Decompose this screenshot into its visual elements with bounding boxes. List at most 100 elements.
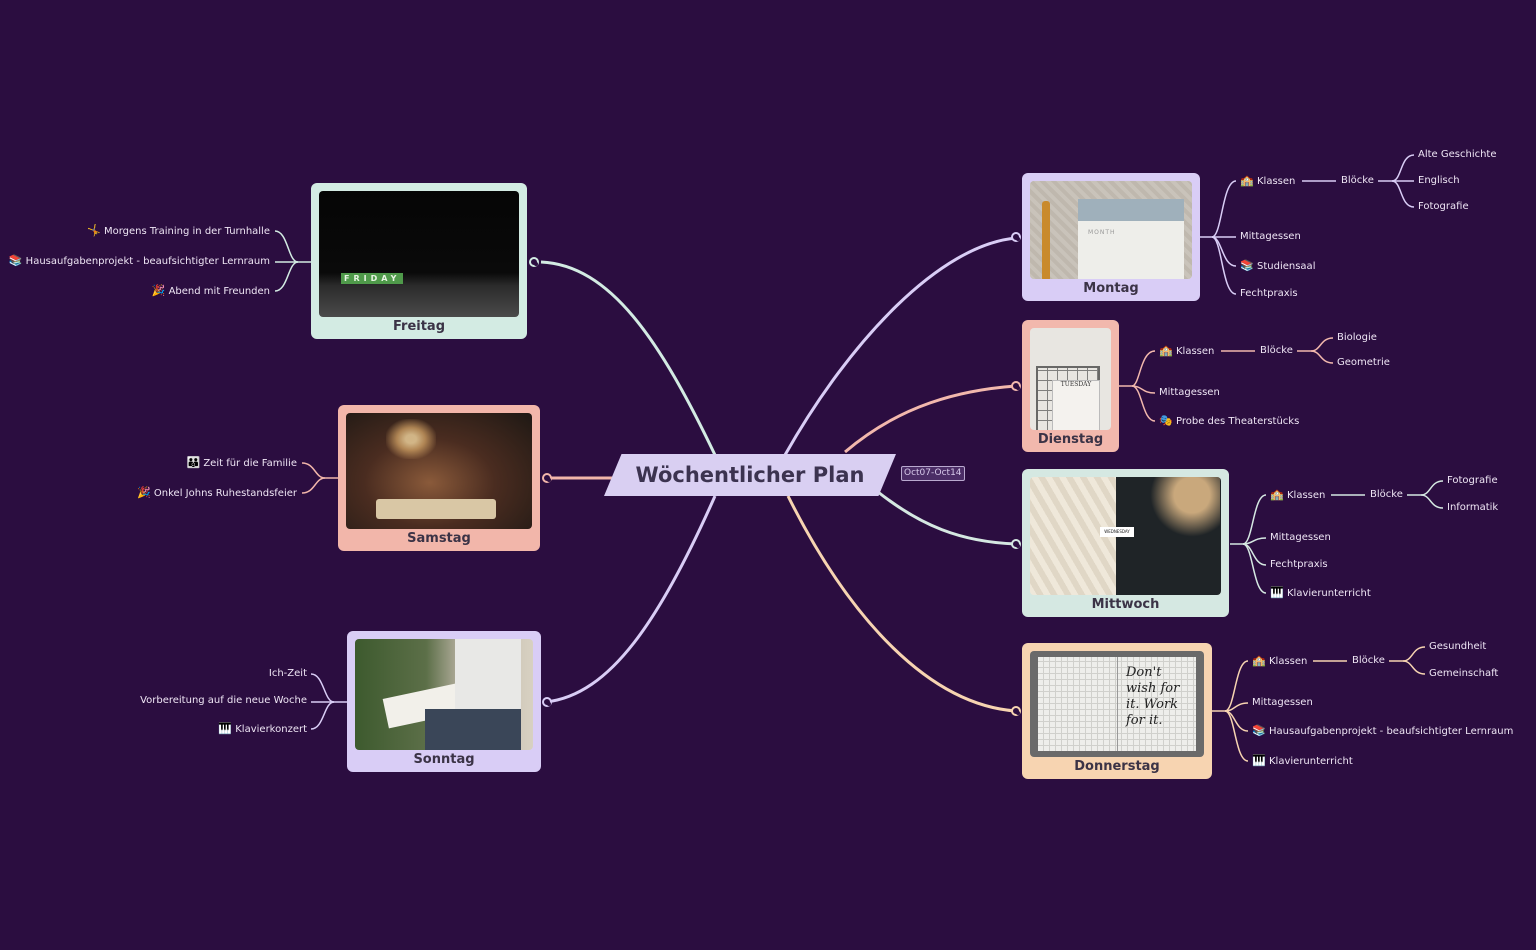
montag-item[interactable]: Mittagessen xyxy=(1240,231,1301,242)
sonntag-item[interactable]: Ich-Zeit xyxy=(268,668,307,679)
donnerstag-item[interactable]: 🎹Klavierunterricht xyxy=(1252,754,1353,767)
topic-label-sonntag: Sonntag xyxy=(413,752,475,767)
dienstag-item[interactable]: 🎭Probe des Theaterstücks xyxy=(1159,414,1300,427)
donnerstag-item[interactable]: 📚Hausaufgabenprojekt - beaufsichtigter L… xyxy=(1252,724,1514,737)
party-popper-icon: 🎉 xyxy=(151,284,166,297)
family-icon: 👪 xyxy=(186,456,201,469)
montag-blocks[interactable]: Blöcke xyxy=(1341,175,1374,186)
branch-mittwoch xyxy=(877,490,1017,546)
person-jeans xyxy=(425,709,521,750)
montag-item[interactable]: Fechtpraxis xyxy=(1240,288,1298,299)
collapse-handle-mittwoch[interactable] xyxy=(1011,539,1021,549)
school-icon: 🏫 xyxy=(1252,654,1266,667)
donnerstag-subject[interactable]: Gemeinschaft xyxy=(1429,668,1499,679)
montag-subject[interactable]: Englisch xyxy=(1418,175,1460,186)
collapse-handle-donnerstag[interactable] xyxy=(1011,706,1021,716)
freitag-item[interactable]: 🎉Abend mit Freunden xyxy=(151,284,270,297)
donnerstag-item[interactable]: Mittagessen xyxy=(1252,697,1313,708)
piano-icon: 🎹 xyxy=(218,722,233,735)
theater-masks-icon: 🎭 xyxy=(1159,414,1173,427)
mittwoch-subject[interactable]: Fotografie xyxy=(1447,475,1498,486)
branch-dienstag xyxy=(844,384,1017,454)
topic-card-donnerstag[interactable]: Don't wish for it. Work for it. Donnerst… xyxy=(1022,643,1212,779)
books-icon: 📚 xyxy=(1240,259,1254,272)
dienstag-item[interactable]: Mittagessen xyxy=(1159,387,1220,398)
school-icon: 🏫 xyxy=(1240,174,1254,187)
pampas-shape xyxy=(1150,477,1220,537)
mittwoch-photo: WEDNESDAY xyxy=(1030,477,1221,595)
party-popper-icon: 🎉 xyxy=(137,486,151,499)
mittwoch-subject[interactable]: Informatik xyxy=(1447,502,1499,513)
gymnast-icon: 🤸 xyxy=(87,224,101,237)
planner-shape: MONTH xyxy=(1078,199,1184,279)
piano-icon: 🎹 xyxy=(1270,586,1284,599)
friday-blocks: FRIDAY xyxy=(341,273,404,284)
donnerstag-blocks[interactable]: Blöcke xyxy=(1352,655,1385,666)
date-badge[interactable]: Oct07-Oct14 xyxy=(901,466,965,481)
topic-label-freitag: Freitag xyxy=(392,319,446,334)
central-topic[interactable]: Wöchentlicher Plan xyxy=(604,454,896,496)
topic-card-sonntag[interactable]: Sonntag xyxy=(347,631,541,772)
branch-sonntag xyxy=(545,495,717,704)
collapse-handle-sonntag[interactable] xyxy=(542,697,552,707)
samstag-photo xyxy=(346,413,532,529)
piano-icon: 🎹 xyxy=(1252,754,1266,767)
dienstag-subject[interactable]: Biologie xyxy=(1337,332,1377,343)
dienstag-photo: TUESDAY xyxy=(1030,328,1111,430)
topic-label-donnerstag: Donnerstag xyxy=(1074,759,1160,774)
mittwoch-item[interactable]: Fechtpraxis xyxy=(1270,559,1328,570)
topic-label-montag: Montag xyxy=(1083,281,1139,296)
branch-montag xyxy=(783,236,1017,456)
samstag-item[interactable]: 👪Zeit für die Familie xyxy=(186,456,297,469)
sonntag-item[interactable]: Vorbereitung auf die neue Woche xyxy=(140,695,307,706)
sonntag-photo xyxy=(355,639,533,750)
topic-card-dienstag[interactable]: TUESDAY Dienstag xyxy=(1022,320,1119,452)
mittwoch-classes[interactable]: 🏫Klassen xyxy=(1270,488,1326,501)
collapse-handle-dienstag[interactable] xyxy=(1011,381,1021,391)
collapse-handle-montag[interactable] xyxy=(1011,232,1021,242)
topic-label-dienstag: Dienstag xyxy=(1037,432,1104,447)
dienstag-blocks[interactable]: Blöcke xyxy=(1260,345,1293,356)
central-topic-title: Wöchentlicher Plan xyxy=(635,463,865,487)
topic-label-samstag: Samstag xyxy=(407,531,471,546)
montag-subject[interactable]: Fotografie xyxy=(1418,201,1469,212)
collapse-handle-freitag[interactable] xyxy=(529,257,539,267)
branch-freitag xyxy=(540,260,717,456)
pencil-shape xyxy=(1042,201,1050,279)
table-shape xyxy=(376,499,496,519)
school-icon: 🏫 xyxy=(1270,488,1284,501)
notebook-shape: Don't wish for it. Work for it. xyxy=(1038,657,1196,751)
samstag-item[interactable]: 🎉Onkel Johns Ruhestandsfeier xyxy=(137,486,297,499)
topic-card-mittwoch[interactable]: WEDNESDAY Mittwoch xyxy=(1022,469,1229,617)
donnerstag-subject[interactable]: Gesundheit xyxy=(1429,641,1487,652)
window-light xyxy=(386,419,436,459)
branch-donnerstag xyxy=(786,495,1017,713)
person-shirt xyxy=(455,639,521,709)
montag-item[interactable]: 📚Studiensaal xyxy=(1240,259,1316,272)
school-icon: 🏫 xyxy=(1159,344,1173,357)
books-icon: 📚 xyxy=(1252,724,1266,737)
mittwoch-item[interactable]: Mittagessen xyxy=(1270,532,1331,543)
freitag-item[interactable]: 🤸Morgens Training in der Turnhalle xyxy=(87,224,270,237)
sonntag-item[interactable]: 🎹Klavierkonzert xyxy=(218,722,307,735)
montag-classes[interactable]: 🏫Klassen xyxy=(1240,174,1296,187)
freitag-item[interactable]: 📚Hausaufgabenprojekt - beaufsichtigter L… xyxy=(8,254,270,267)
dienstag-subject[interactable]: Geometrie xyxy=(1337,357,1390,368)
topic-card-freitag[interactable]: FRIDAY Freitag xyxy=(311,183,527,339)
mittwoch-item[interactable]: 🎹Klavierunterricht xyxy=(1270,586,1371,599)
topic-card-samstag[interactable]: Samstag xyxy=(338,405,540,551)
topic-label-mittwoch: Mittwoch xyxy=(1091,597,1160,612)
freitag-photo: FRIDAY xyxy=(319,191,519,317)
donnerstag-photo: Don't wish for it. Work for it. xyxy=(1030,651,1204,757)
collapse-handle-samstag[interactable] xyxy=(542,473,552,483)
books-icon: 📚 xyxy=(8,254,23,267)
wednesday-card: WEDNESDAY xyxy=(1100,527,1134,537)
dienstag-classes[interactable]: 🏫Klassen xyxy=(1159,344,1215,357)
montag-subject[interactable]: Alte Geschichte xyxy=(1418,149,1497,160)
donnerstag-classes[interactable]: 🏫Klassen xyxy=(1252,654,1308,667)
mittwoch-blocks[interactable]: Blöcke xyxy=(1370,489,1403,500)
topic-card-montag[interactable]: MONTH Montag xyxy=(1022,173,1200,301)
tuesday-paper: TUESDAY xyxy=(1052,380,1100,430)
